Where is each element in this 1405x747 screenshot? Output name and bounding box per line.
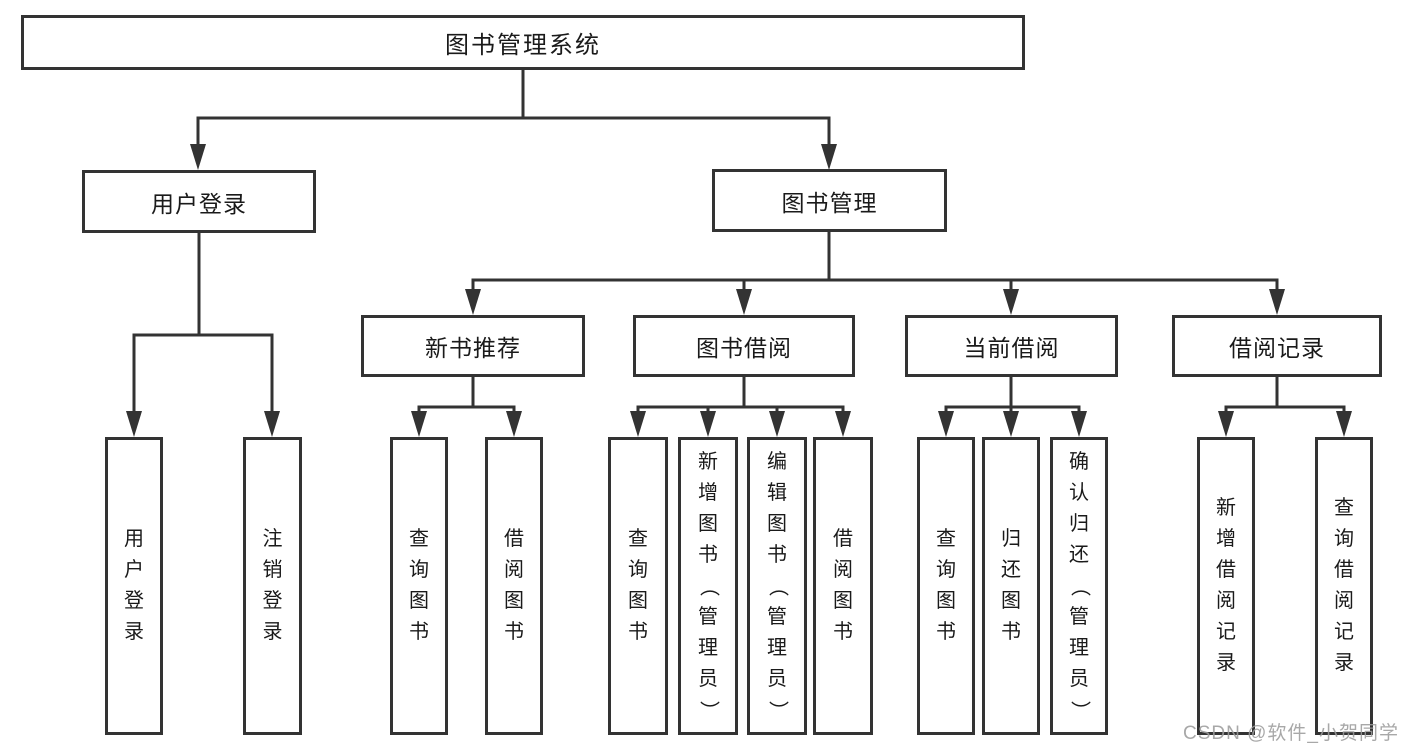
node-label: 用户登录 [124,528,144,643]
csdn-watermark: CSDN @软件_小贺同学 [1183,723,1399,744]
node-label: 归还图书 [1001,528,1021,643]
node-label: 借阅图书 [833,528,853,643]
leaf-query-books-borrow: 查询图书 [608,437,668,735]
node-label: 注销登录 [262,528,283,643]
node-label: 新书推荐 [425,335,521,361]
leaf-edit-books-admin: 编辑图书（管理员） [747,437,807,735]
leaf-logout: 注销登录 [243,437,302,735]
node-label: 图书管理系统 [445,32,601,59]
node-label: 用户登录 [151,190,247,217]
leaf-confirm-return-admin: 确认归还（管理员） [1050,437,1108,735]
node-new-book-recommend: 新书推荐 [361,315,585,377]
leaf-add-borrow-record: 新增借阅记录 [1197,437,1255,735]
leaf-return-books: 归还图书 [982,437,1040,735]
node-label: 编辑图书（管理员） [766,450,789,721]
leaf-borrow-books: 借阅图书 [813,437,873,735]
arrowheads [126,144,1352,437]
node-book-management: 图书管理 [712,169,947,232]
node-label: 查询借阅记录 [1334,497,1354,674]
node-label: 借阅图书 [504,528,524,643]
leaf-borrow-books-recommend: 借阅图书 [485,437,543,735]
node-label: 图书管理 [781,189,878,216]
node-label: 查询图书 [409,528,429,643]
leaf-query-books-recommend: 查询图书 [390,437,448,735]
node-label: 当前借阅 [963,335,1060,361]
node-current-borrow: 当前借阅 [905,315,1118,377]
node-root-library-system: 图书管理系统 [21,15,1025,70]
leaf-query-books-current: 查询图书 [917,437,975,735]
node-label: 查询图书 [936,528,956,643]
node-book-borrow: 图书借阅 [633,315,855,377]
leaf-query-borrow-record: 查询借阅记录 [1315,437,1373,735]
node-label: 新增借阅记录 [1216,497,1236,674]
leaf-add-books-admin: 新增图书（管理员） [678,437,738,735]
node-label: 借阅记录 [1229,335,1325,361]
leaf-user-login: 用户登录 [105,437,163,735]
node-label: 新增图书（管理员） [697,450,720,721]
node-label: 确认归还（管理员） [1068,450,1091,721]
node-label: 图书借阅 [696,335,792,361]
node-borrow-records: 借阅记录 [1172,315,1382,377]
node-user-login: 用户登录 [82,170,316,233]
node-label: 查询图书 [628,528,648,643]
